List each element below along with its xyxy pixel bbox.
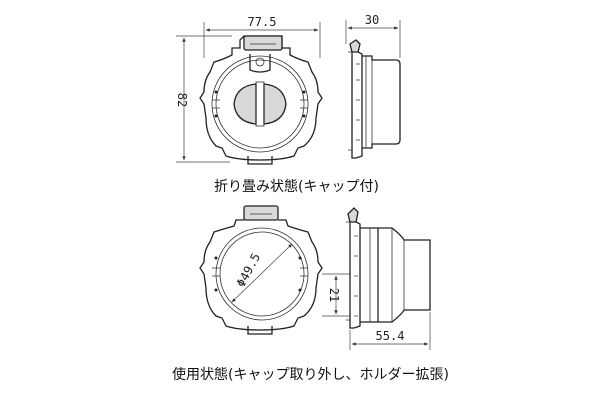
in-use-side-view [346, 207, 431, 329]
folded-front-view [199, 35, 323, 165]
dim-label-offset: 21 [327, 288, 341, 302]
dim-folded-width: 77.5 [203, 15, 321, 58]
dim-label-in-use-depth: 55.4 [376, 329, 405, 343]
in-use-front-view: Φ49.5 [199, 205, 323, 335]
dim-label-height: 82 [175, 93, 189, 107]
folded-side-view [348, 39, 401, 159]
dim-label-width: 77.5 [248, 15, 277, 29]
dim-label-depth: 30 [365, 13, 379, 27]
dim-folded-height: 82 [175, 35, 232, 163]
dim-label-diameter: Φ49.5 [234, 251, 263, 289]
dim-folded-depth: 30 [345, 13, 401, 58]
caption-in-use: 使用状態(キャップ取り外し、ホルダー拡張) [172, 367, 449, 383]
dim-in-use-offset: 21 [322, 273, 350, 317]
dim-in-use-depth: 55.4 [349, 312, 431, 350]
caption-folded: 折り畳み状態(キャップ付) [214, 179, 379, 195]
